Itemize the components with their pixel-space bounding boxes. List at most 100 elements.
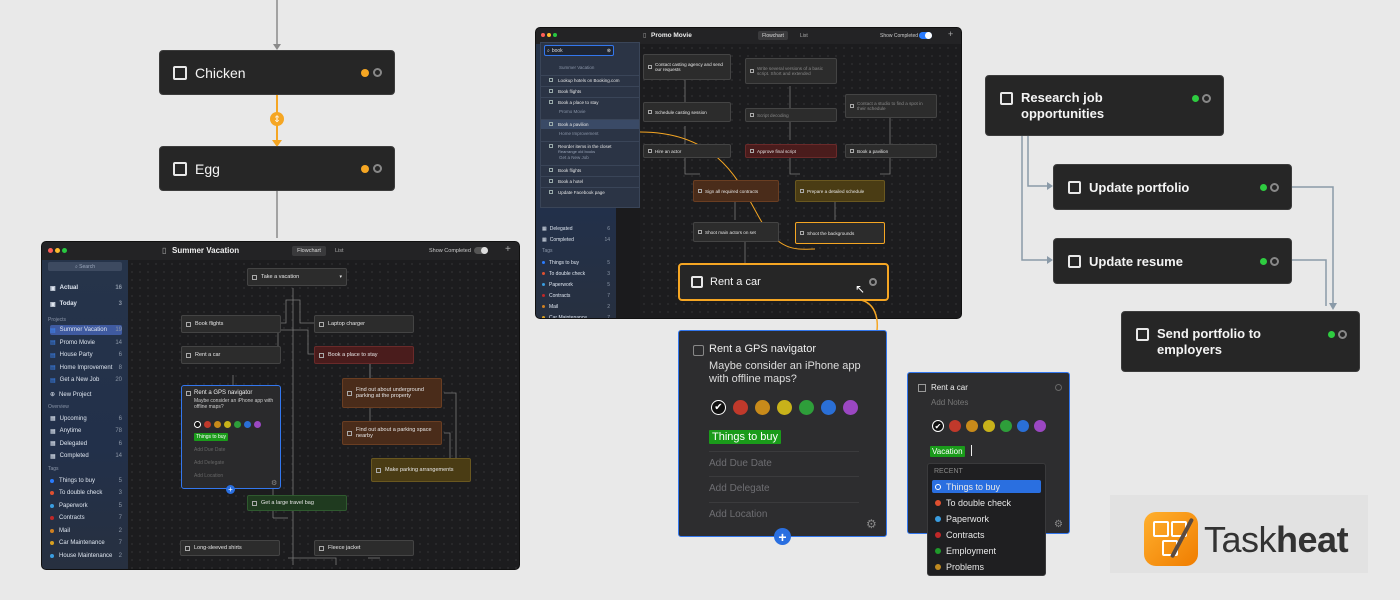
status-ring-icon[interactable] [1202,94,1211,103]
checkbox[interactable] [850,149,854,153]
tab-flowchart[interactable]: Flowchart [758,31,788,40]
link-handle-icon[interactable]: ⇕ [270,112,284,126]
color-swatch-6[interactable] [254,421,261,428]
checkbox[interactable] [549,168,553,172]
node-schedule-casting[interactable]: Schedule casting session [643,102,731,122]
recent-tag-0[interactable]: Things to buy [932,480,1041,493]
recent-tag-2[interactable]: Paperwork [932,512,1041,525]
status-ring-icon[interactable] [1270,182,1279,192]
checkbox[interactable] [648,149,652,153]
chevron-down-icon[interactable]: ▾ [339,274,342,280]
color-swatch-4[interactable] [799,400,814,415]
search-result-9[interactable]: Book flights [541,165,639,175]
color-swatch-6[interactable] [843,400,858,415]
color-swatch-2[interactable] [755,400,770,415]
gear-icon[interactable]: ⚙ [866,517,877,531]
node-long-sleeved[interactable]: Long-sleeved shirts [180,540,280,556]
checkbox[interactable] [186,352,191,358]
node-book-flights[interactable]: Book flights [181,315,281,333]
checkbox[interactable] [800,231,804,235]
checkbox[interactable] [549,89,553,93]
close-button[interactable] [541,33,545,37]
checkbox[interactable] [693,345,704,356]
color-swatch-3[interactable] [983,420,995,432]
checkbox[interactable] [698,230,702,234]
checkbox[interactable] [252,274,257,280]
search-result-1[interactable]: Lookup hotels on Booking.com [541,75,639,85]
checkbox[interactable] [185,545,190,551]
color-swatch-3[interactable] [777,400,792,415]
node-prepare-schedule[interactable]: Prepare a detailed schedule [795,180,885,202]
zoom-button[interactable] [62,248,67,253]
tab-list[interactable]: List [800,33,808,39]
color-swatch-selected-check-icon[interactable]: ✔ [711,400,726,415]
add-subtask-button[interactable]: + [226,485,235,494]
search-result-10[interactable]: Book a hotel [541,176,639,186]
popup-notes[interactable]: Maybe consider an iPhone app with offlin… [709,360,861,385]
checkbox[interactable] [376,467,381,473]
popup-title[interactable]: Rent a GPS navigator [194,390,253,396]
add-delegate-field[interactable]: Add Delegate [194,460,225,466]
checkbox[interactable] [648,65,652,69]
color-swatch-3[interactable] [224,421,231,428]
recent-tag-4[interactable]: Employment [932,544,1041,557]
checkbox[interactable] [173,161,187,176]
zoom-button[interactable] [553,33,557,37]
new-project-button[interactable]: ⊕New Project [50,390,122,400]
recent-tag-3[interactable]: Contracts [932,528,1041,541]
checkbox[interactable] [1136,328,1149,341]
gps-task-popup[interactable]: Rent a GPS navigator Maybe consider an i… [678,330,887,537]
checkbox[interactable] [186,321,191,327]
popup-notes[interactable]: Maybe consider an iPhone app with offlin… [194,398,274,410]
checkbox[interactable] [173,65,187,80]
checkbox[interactable] [750,149,754,153]
node-hire-actor[interactable]: Hire an actor [643,144,731,158]
add-due-date-field[interactable]: Add Due Date [709,451,859,473]
node-approve-script[interactable]: Approve final script [745,144,837,158]
checkbox[interactable] [186,391,191,396]
checkbox[interactable] [750,69,754,73]
recent-tag-1[interactable]: To double check [932,496,1041,509]
checkbox[interactable] [549,179,553,183]
status-ring-icon[interactable] [373,164,382,173]
status-ring-icon[interactable] [1270,256,1279,266]
rent-car-node[interactable]: Rent a car [678,263,889,301]
search-result-11[interactable]: Update Facebook page [541,187,639,197]
checkbox[interactable] [648,110,652,114]
search-result-2[interactable]: Book flights [541,86,639,96]
minimize-button[interactable] [55,248,60,253]
color-swatch-1[interactable] [204,421,211,428]
add-due-date-field[interactable]: Add Due Date [194,447,226,453]
checkbox[interactable] [850,104,854,108]
search-field[interactable]: ⌕book⊗ [544,45,614,56]
chicken-node[interactable]: Chicken [159,50,395,95]
search-result-3[interactable]: Book a place to stay [541,97,639,107]
checkbox[interactable] [549,122,553,126]
color-swatch-0[interactable] [194,421,201,428]
checkbox[interactable] [319,321,324,327]
color-swatch-6[interactable] [1034,420,1046,432]
gear-icon[interactable]: ⚙ [271,480,278,487]
node-laptop-charger[interactable]: Laptop charger [314,315,414,333]
node-write-versions[interactable]: Write several versions of a basic script… [745,58,837,84]
send-portfolio-node[interactable]: Send portfolio to employers [1121,311,1360,372]
color-swatch-2[interactable] [966,420,978,432]
node-script-decoding[interactable]: Script decoding [745,108,837,122]
checkbox[interactable] [347,390,352,396]
add-icon[interactable]: + [948,29,954,39]
